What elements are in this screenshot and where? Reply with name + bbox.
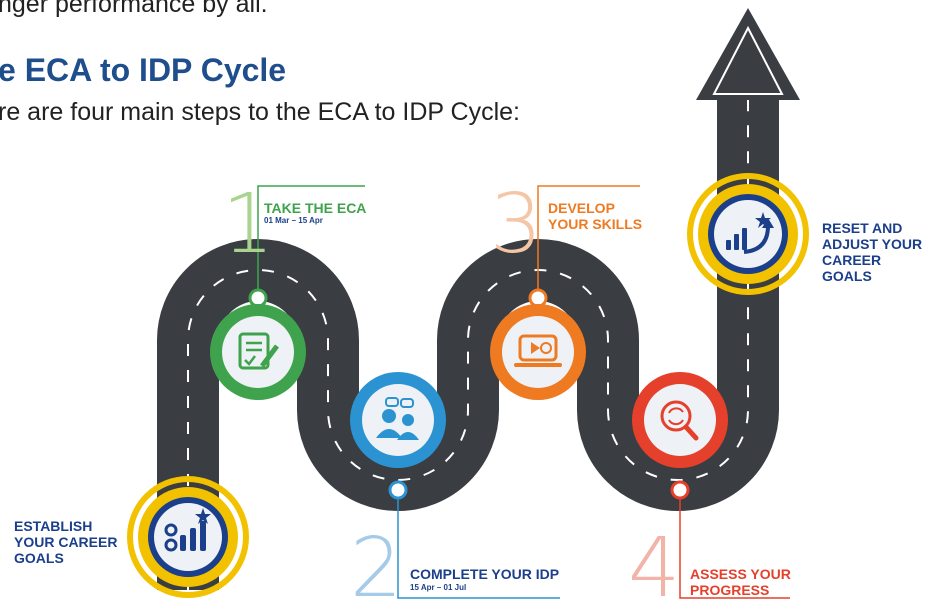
develop-skills-label: DEVELOP YOUR SKILLS <box>548 200 643 232</box>
growth-chart-icon <box>726 212 774 254</box>
assess-progress-connector-dot <box>670 480 690 500</box>
intro-text-fragment: nger performance by all. <box>0 0 268 18</box>
step-assess-progress <box>632 372 728 468</box>
take-eca-connector-dot <box>248 288 268 308</box>
reset-goals-label: RESET AND ADJUST YOUR CAREER GOALS <box>822 220 923 284</box>
people-discussion-icon <box>376 397 419 440</box>
road-arrow-head <box>696 8 800 100</box>
assess-progress-label: ASSESS YOUR PROGRESS <box>690 566 791 598</box>
edit-document-icon <box>238 332 279 370</box>
callout-lines <box>257 185 790 599</box>
step-3-number: 3 <box>490 177 543 272</box>
step-4-number: 4 <box>628 521 681 616</box>
section-intro: re are four main steps to the ECA to IDP… <box>0 98 520 126</box>
take-eca-label: TAKE THE ECA <box>264 200 367 216</box>
step-complete-idp <box>350 372 446 468</box>
step-take-eca <box>210 304 306 400</box>
establish-goals-label: ESTABLISH YOUR CAREER GOALS <box>14 518 118 566</box>
complete-idp-connector-dot <box>388 480 408 500</box>
section-heading: e ECA to IDP Cycle <box>0 52 287 88</box>
develop-skills-connector-dot <box>528 288 548 308</box>
step-establish-career-goals <box>127 476 249 598</box>
step-2-number: 2 <box>350 521 403 616</box>
step-1-number: 1 <box>222 177 275 272</box>
complete-idp-label: COMPLETE YOUR IDP <box>410 566 560 582</box>
winding-road <box>157 8 800 590</box>
video-laptop-icon <box>514 334 562 367</box>
eca-idp-cycle-diagram <box>127 8 809 599</box>
step-develop-skills <box>490 304 586 400</box>
complete-idp-dates: 15 Apr – 01 Jul <box>410 583 467 592</box>
take-eca-dates: 01 Mar – 15 Apr <box>264 216 323 225</box>
step-reset-career-goals <box>687 173 809 295</box>
refresh-magnifier-icon <box>660 400 699 441</box>
career-goals-chart-icon <box>164 508 211 552</box>
